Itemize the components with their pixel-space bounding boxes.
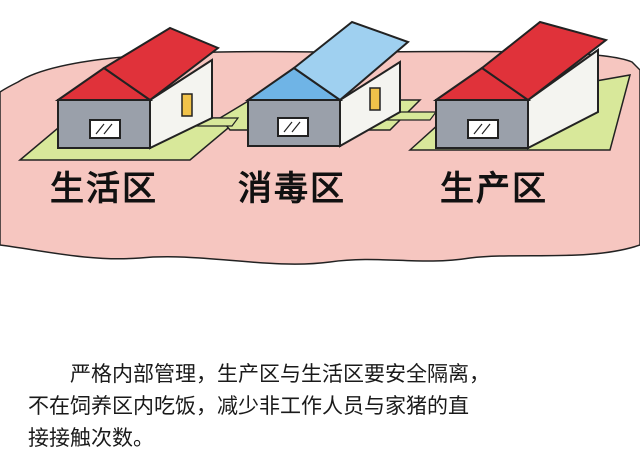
house-2 [244,20,410,148]
caption-line-2: 不在饲养区内吃饭，减少非工作人员与家猪的直 [28,394,469,418]
houses-illustration [0,20,640,265]
house-1 [54,26,220,150]
zone-label-disinfection: 消毒区 [238,169,346,209]
caption-paragraph: 严格内部管理，生产区与生活区要安全隔离， 不在饲养区内吃饭，减少非工作人员与家猪… [28,358,618,454]
caption-line-1: 严格内部管理，生产区与生活区要安全隔离， [70,362,490,386]
zone-label-production: 生产区 [440,169,548,209]
zone-label-living: 生活区 [50,169,158,209]
house-3 [432,20,609,150]
caption-line-3: 接接触次数。 [28,426,154,450]
